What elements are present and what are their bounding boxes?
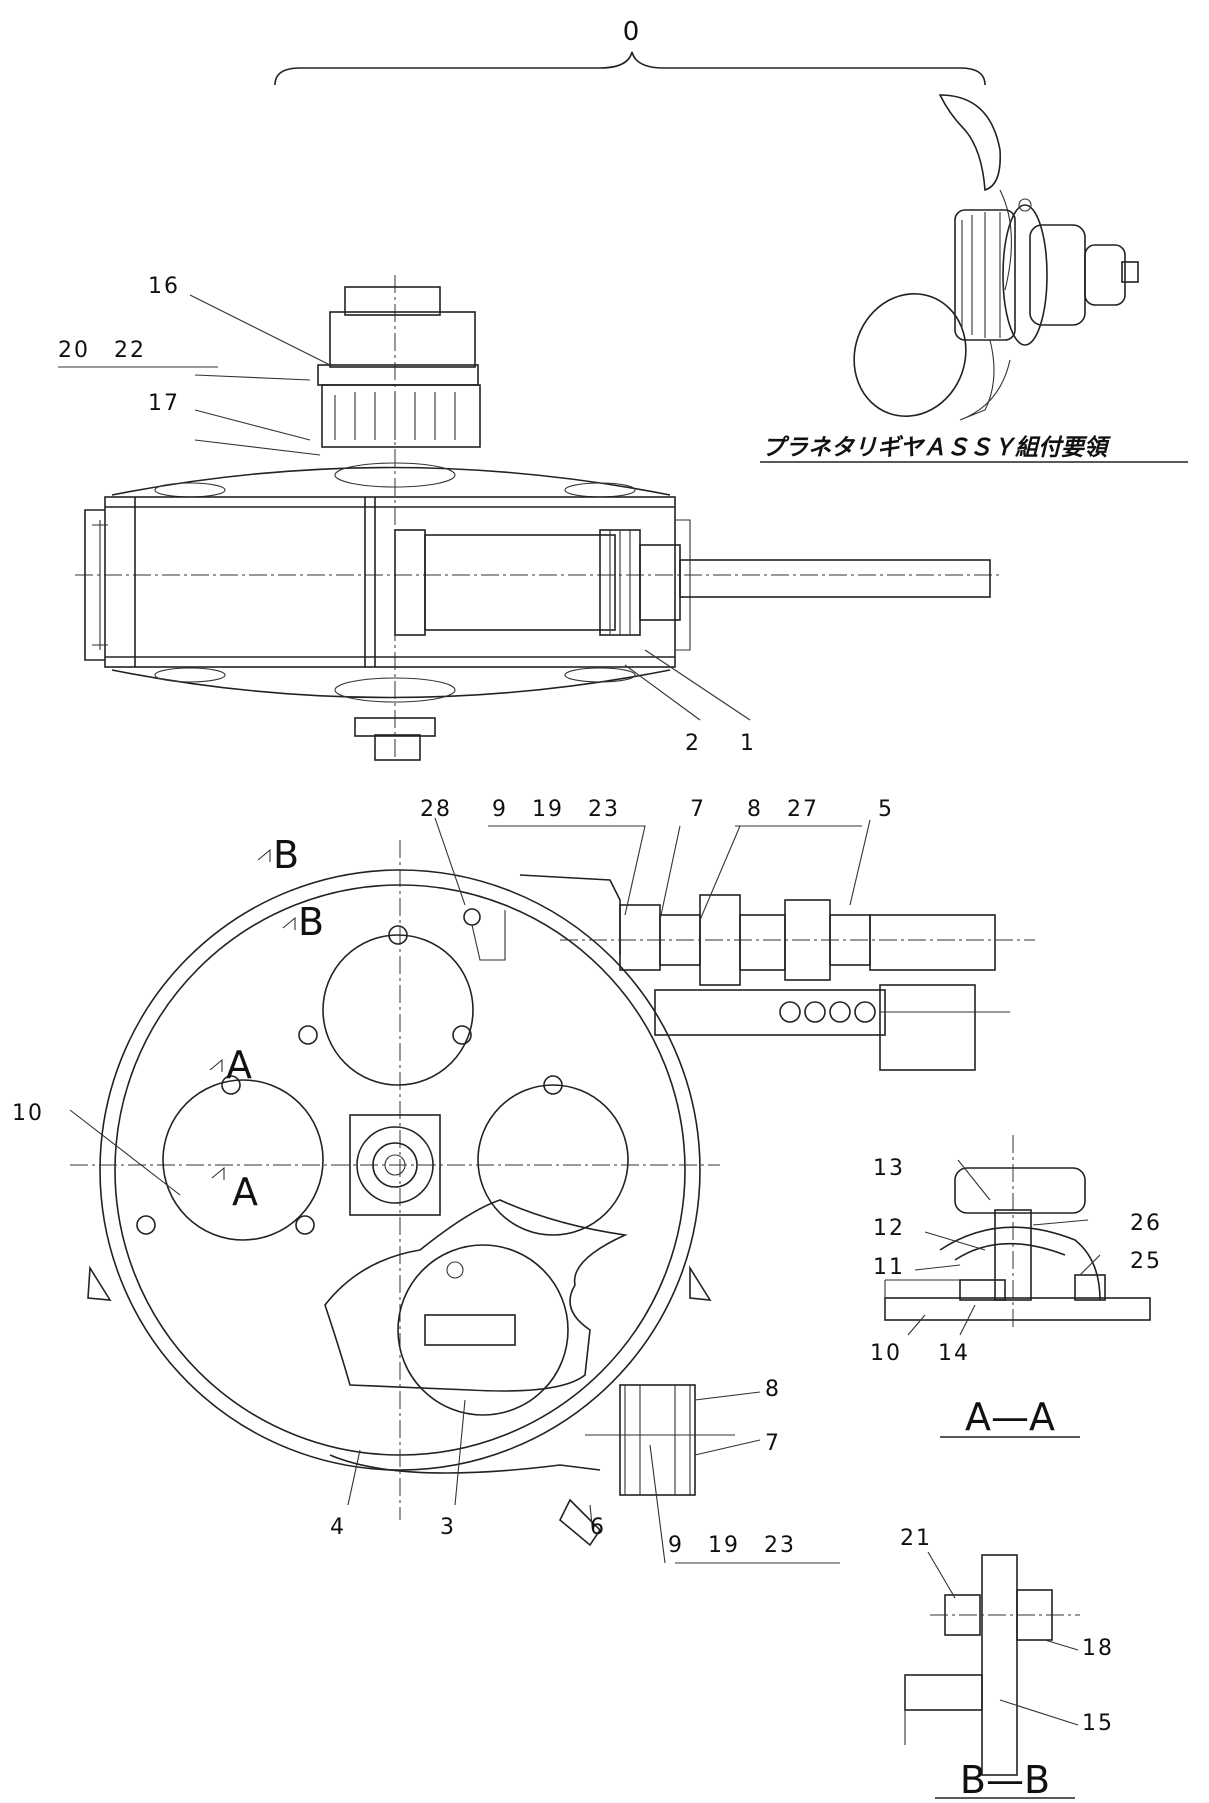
section-aa-detail	[884, 1135, 1151, 1438]
callout-10-aa: 10	[870, 1341, 902, 1366]
callout-1: 1	[740, 731, 756, 756]
callout-14: 14	[938, 1341, 970, 1366]
callout-16: 16	[148, 274, 180, 299]
callout-5: 5	[878, 797, 894, 822]
callout-11: 11	[873, 1255, 905, 1280]
callout-6: 6	[590, 1515, 606, 1540]
side-view	[58, 275, 1000, 761]
section-mark-b-top: B	[273, 833, 299, 877]
callout-9-19-23-bottom: 9 19 23	[668, 1533, 796, 1558]
planetary-caption: プラネタリギヤＡＳＳＹ組付要領	[762, 434, 1111, 461]
section-mark-a-top: A	[226, 1043, 252, 1087]
front-view	[69, 817, 1035, 1564]
callout-17: 17	[148, 391, 180, 416]
callout-3: 3	[440, 1515, 456, 1540]
callout-8-27: 8 27	[747, 797, 819, 822]
callout-4: 4	[330, 1515, 346, 1540]
section-aa-caption: A—A	[965, 1395, 1055, 1439]
section-mark-a-inner: A	[232, 1170, 258, 1214]
callout-8-right: 8	[765, 1377, 781, 1402]
callout-7-top: 7	[690, 797, 706, 822]
assembly-brace	[274, 51, 986, 86]
callout-26: 26	[1130, 1211, 1162, 1236]
section-bb-detail	[904, 1551, 1080, 1799]
callout-25: 25	[1130, 1249, 1162, 1274]
callout-10: 10	[12, 1101, 44, 1126]
callout-13: 13	[873, 1156, 905, 1181]
callout-20-22: 20 22	[58, 338, 146, 363]
planetary-gear-sketch	[853, 94, 1139, 421]
callout-2: 2	[685, 731, 701, 756]
section-mark-b-inner: B	[298, 900, 324, 944]
callout-18: 18	[1082, 1636, 1114, 1661]
callout-7-right: 7	[765, 1431, 781, 1456]
callout-9-19-23-top: 9 19 23	[492, 797, 620, 822]
section-bb-caption: B—B	[960, 1758, 1050, 1802]
callout-12: 12	[873, 1216, 905, 1241]
callout-28: 28	[420, 797, 452, 822]
callout-21: 21	[900, 1526, 932, 1551]
callout-15: 15	[1082, 1711, 1114, 1736]
assembly-callout: 0	[623, 17, 642, 47]
